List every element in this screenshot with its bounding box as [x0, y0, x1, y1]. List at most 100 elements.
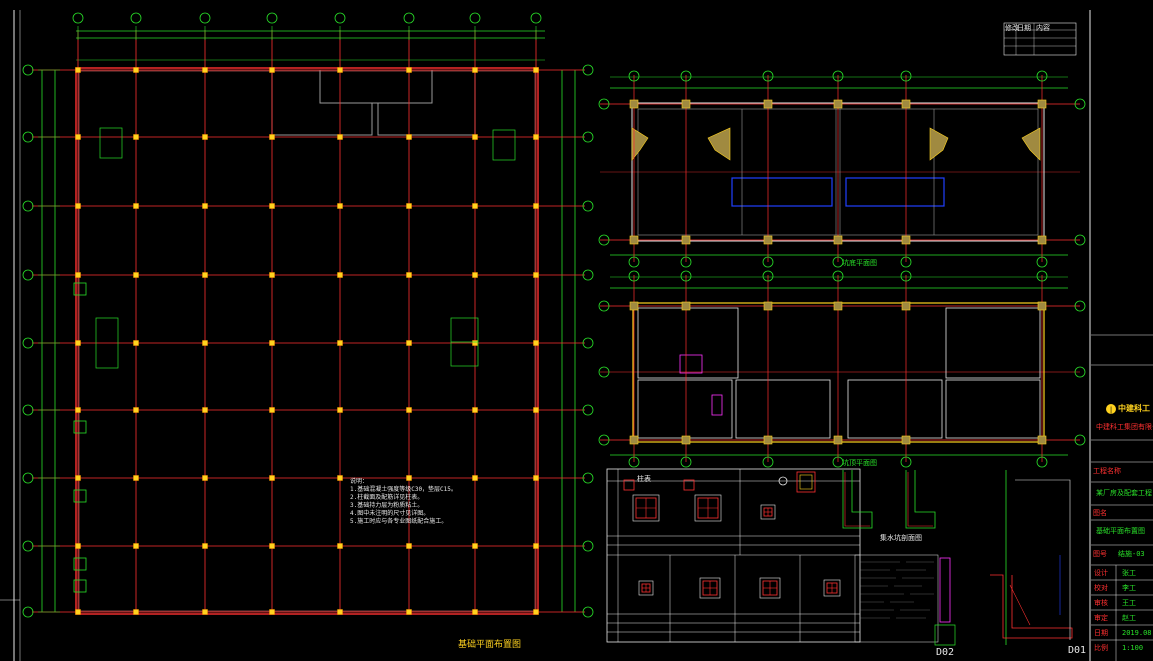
callout-boxes: [95, 127, 516, 369]
column-mark: [1037, 235, 1047, 245]
column-mark: [833, 235, 843, 245]
grid-bubble: [900, 456, 912, 468]
pit-section-details[interactable]: [778, 470, 1073, 646]
drawing-name: 基础平面布置图: [1096, 527, 1145, 535]
column-section: [699, 577, 721, 599]
column-mark: [133, 407, 139, 413]
project-label: 工程名称: [1093, 467, 1121, 475]
column-mark: [133, 203, 139, 209]
column-mark: [763, 301, 773, 311]
column-mark: [202, 609, 208, 615]
foundation-plan[interactable]: [22, 12, 594, 618]
column-mark: [533, 272, 539, 278]
column-mark: [833, 99, 843, 109]
column-mark: [75, 134, 81, 140]
column-mark: [629, 99, 639, 109]
grid-bubble: [598, 434, 610, 446]
column-mark: [269, 407, 275, 413]
column-mark: [763, 435, 773, 445]
tb-row-label: 设计: [1094, 569, 1108, 577]
grid-bubble-left: [22, 404, 34, 416]
column-mark: [337, 543, 343, 549]
pit-plan-top[interactable]: [598, 270, 1086, 468]
grid-bubble: [1074, 434, 1086, 446]
column-mark: [472, 475, 478, 481]
tb-row-value: 1:100: [1122, 644, 1144, 652]
column-section: [632, 494, 660, 522]
column-mark: [202, 67, 208, 73]
detail-label-d01: D01: [1068, 645, 1087, 656]
grid-bubble-right: [582, 404, 594, 416]
grid-bubble-top: [469, 12, 481, 24]
column-mark: [75, 407, 81, 413]
tb-row-label: 审核: [1094, 599, 1108, 607]
grid-bubble-left: [22, 472, 34, 484]
note-line: 5.施工时应与各专业图纸配合施工。: [350, 518, 448, 525]
grid-bubble-left: [22, 131, 34, 143]
grid-bubble-top: [266, 12, 278, 24]
grid-bubble: [1036, 256, 1048, 268]
column-section: [760, 504, 776, 520]
revision-header: 内容: [1036, 24, 1050, 32]
column-schedule-table[interactable]: [606, 468, 861, 643]
grid-bubble: [598, 234, 610, 246]
column-mark: [533, 407, 539, 413]
main-plan-title: 基础平面布置图: [458, 640, 522, 650]
column-mark: [406, 340, 412, 346]
column-section: [823, 579, 841, 597]
column-mark: [472, 134, 478, 140]
note-line: 2.柱截面及配筋详见柱表。: [350, 494, 424, 501]
column-mark: [133, 609, 139, 615]
grid-bubble: [598, 98, 610, 110]
grid-bubble: [1074, 300, 1086, 312]
column-mark: [681, 435, 691, 445]
grid-bubble-top: [130, 12, 142, 24]
grid-bubble: [628, 256, 640, 268]
column-mark: [533, 134, 539, 140]
column-mark: [763, 235, 773, 245]
note-line: 3.基础持力层为粉质粘土。: [350, 502, 424, 509]
column-mark: [533, 609, 539, 615]
column-mark: [133, 67, 139, 73]
column-mark: [629, 435, 639, 445]
column-mark: [202, 203, 208, 209]
grid-bubble: [1074, 234, 1086, 246]
grid-bubble-right: [582, 131, 594, 143]
grid-bubble-right: [582, 472, 594, 484]
grid-bubble: [832, 270, 844, 282]
pit-notes-box: [854, 554, 939, 643]
grid-bubble: [628, 70, 640, 82]
column-mark: [269, 203, 275, 209]
grid-bubble: [762, 456, 774, 468]
column-mark: [472, 203, 478, 209]
grid-bubble: [598, 366, 610, 378]
grid-bubble: [762, 70, 774, 82]
column-section: [759, 577, 781, 599]
note-line: 说明：: [350, 478, 369, 485]
grid-bubble: [832, 256, 844, 268]
grid-bubble: [628, 456, 640, 468]
drawing-no: 结施-03: [1118, 550, 1145, 558]
column-mark: [202, 407, 208, 413]
grid-bubble-top: [334, 12, 346, 24]
column-mark: [472, 543, 478, 549]
column-mark: [75, 203, 81, 209]
column-mark: [681, 99, 691, 109]
grid-bubble: [680, 70, 692, 82]
column-mark: [629, 301, 639, 311]
column-mark: [75, 543, 81, 549]
column-mark: [533, 475, 539, 481]
tb-row-label: 比例: [1094, 644, 1108, 652]
column-mark: [1037, 301, 1047, 311]
column-mark: [833, 301, 843, 311]
column-mark: [337, 340, 343, 346]
title-block-frame: |: [1089, 10, 1153, 661]
pit-plan-bottom[interactable]: [598, 70, 1086, 268]
grid-bubble-right: [582, 200, 594, 212]
grid-bubble: [1036, 70, 1048, 82]
grid-bubble: [1074, 98, 1086, 110]
column-mark: [1037, 435, 1047, 445]
grid-bubble-right: [582, 606, 594, 618]
grid-bubble: [900, 70, 912, 82]
